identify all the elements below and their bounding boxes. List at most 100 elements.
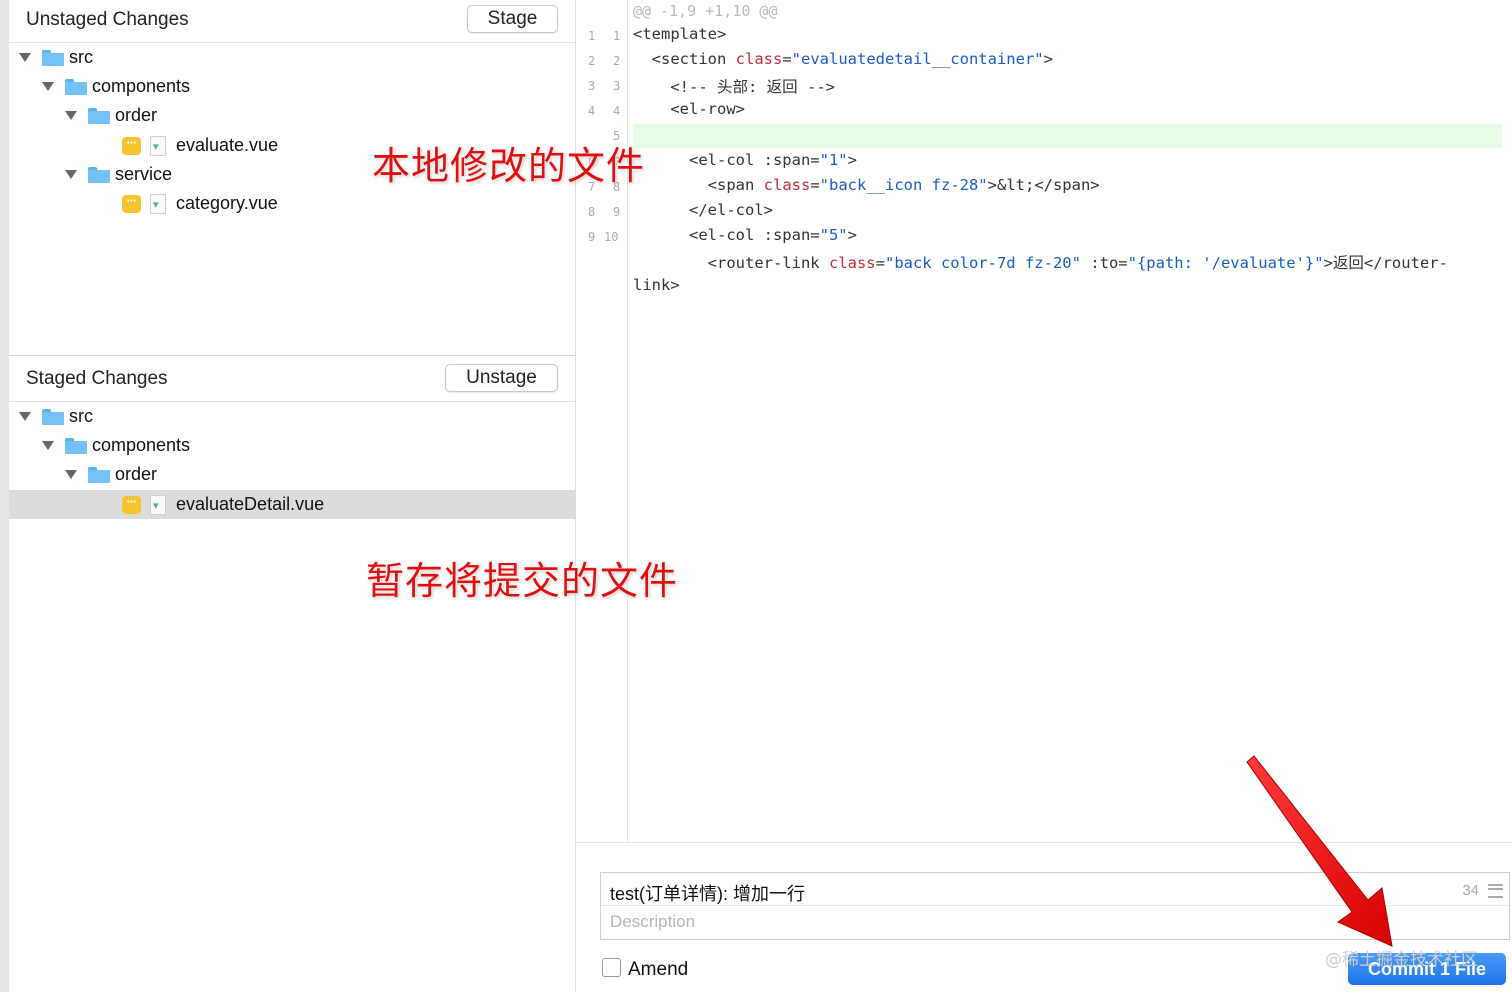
file-name: evaluateDetail.vue [176, 493, 325, 514]
disclosure-triangle-icon[interactable] [65, 470, 77, 480]
window-left-edge [0, 0, 9, 992]
commit-summary-field[interactable]: test(订单详情): 增加一行 34 [601, 873, 1509, 906]
new-line-number: 3 [613, 79, 621, 94]
folder-icon [88, 166, 110, 183]
code-token: class [828, 253, 876, 272]
disclosure-triangle-icon[interactable] [19, 53, 31, 62]
tree-label: components [92, 76, 191, 97]
code-token: <section [633, 50, 736, 69]
folder-row[interactable]: order [9, 101, 575, 130]
modified-badge-icon: ⋯ [122, 136, 141, 155]
code-token: <el-row> [633, 100, 745, 119]
file-name: evaluate.vue [176, 134, 279, 155]
character-count: 34 [1462, 882, 1479, 899]
code-token: class [735, 50, 783, 69]
unstaged-annotation: 本地修改的文件 [372, 144, 646, 188]
folder-row[interactable]: components [9, 431, 575, 460]
code-token: "evaluatedetail__container" [791, 50, 1044, 69]
new-line-number: 5 [613, 129, 621, 144]
code-token: <el-col :span= [633, 225, 820, 244]
folder-row[interactable]: components [9, 72, 575, 101]
folder-row[interactable]: src [9, 43, 575, 72]
code-token: "1" [819, 150, 848, 169]
hunk-header: @@ -1,9 +1,10 @@ [633, 2, 778, 20]
code-token: <router-link [633, 253, 829, 272]
folder-icon [42, 409, 64, 425]
folder-row[interactable]: src [9, 402, 575, 431]
disclosure-triangle-icon[interactable] [42, 441, 54, 451]
folder-icon [65, 438, 87, 455]
disclosure-triangle-icon[interactable] [42, 82, 54, 92]
code-line: <template> [633, 25, 726, 43]
new-line-number: 7 [613, 154, 621, 169]
watermark: @稀土掘金技术社区 [1325, 950, 1478, 970]
amend-checkbox[interactable] [602, 958, 621, 977]
old-line-number: 7 [588, 179, 596, 194]
new-line-number: 4 [613, 104, 621, 119]
code-token: :to= [1080, 253, 1128, 272]
code-token: class [763, 175, 811, 194]
unstage-button[interactable]: Unstage [445, 364, 558, 392]
tree-label: src [69, 47, 93, 67]
code-token: "back color-7d fz-20" [884, 253, 1081, 272]
old-line-number: 4 [588, 104, 596, 119]
code-token: > [847, 150, 857, 169]
code-token: >返回</router- [1323, 253, 1448, 272]
new-line-number: 9 [613, 204, 621, 219]
code-line: <el-col :span="5"> [633, 226, 857, 244]
code-token: "{path: '/evaluate'}" [1127, 253, 1324, 272]
code-line: <el-col :span="1"> [633, 151, 857, 169]
code-token: = [810, 175, 820, 194]
old-line-number: 9 [588, 229, 596, 244]
code-token: <el-col :span= [633, 150, 820, 169]
commit-summary-text: test(订单详情): 增加一行 [610, 884, 806, 904]
code-token: <span [633, 175, 764, 194]
code-token: = [875, 253, 885, 272]
file-row[interactable]: ⋯▾category.vue [9, 189, 575, 218]
folder-icon [42, 50, 64, 66]
added-line-highlight [633, 124, 1502, 148]
vue-file-icon: ▾ [150, 194, 166, 214]
changes-sidebar: Unstaged Changes Stage src components orde… [9, 0, 576, 992]
code-token: "back__icon fz-28" [819, 175, 988, 194]
commit-message-box[interactable]: test(订单详情): 增加一行 34 Description [600, 872, 1510, 940]
message-options-icon[interactable] [1488, 884, 1503, 898]
tree-label: src [69, 406, 93, 426]
disclosure-triangle-icon[interactable] [65, 169, 77, 179]
code-token: > [1043, 50, 1053, 69]
commit-area: test(订单详情): 增加一行 34 Description Amend Co… [576, 842, 1512, 993]
code-token: > [847, 225, 857, 244]
folder-row[interactable]: service [9, 160, 575, 189]
code-line: <el-row> [633, 100, 745, 118]
file-row[interactable]: ⋯▾evaluateDetail.vue [9, 489, 575, 519]
code-line: <span class="back__icon fz-28">&lt;</spa… [633, 176, 1100, 194]
commit-button[interactable]: Commit 1 File [1348, 953, 1506, 985]
unstaged-header: Unstaged Changes Stage [9, 0, 575, 43]
folder-icon [65, 79, 87, 96]
tree-label: components [92, 435, 191, 456]
code-token: </el-col> [633, 200, 773, 219]
tree-label: service [115, 163, 173, 184]
staged-title: Staged Changes [26, 368, 168, 389]
stage-button[interactable]: Stage [467, 5, 558, 33]
staged-annotation: 暂存将提交的文件 [366, 559, 679, 603]
code-token: link> [633, 276, 680, 294]
file-name: category.vue [176, 193, 278, 213]
code-line: link> [633, 276, 680, 294]
folder-row[interactable]: order [9, 460, 575, 489]
disclosure-triangle-icon[interactable] [65, 111, 77, 121]
old-line-number: 8 [588, 204, 596, 219]
disclosure-triangle-icon[interactable] [19, 412, 31, 421]
old-line-number: 1 [588, 29, 596, 43]
file-row[interactable]: ⋯▾evaluate.vue [9, 131, 575, 160]
code-token: <!-- 头部: 返回 --> [633, 78, 835, 97]
old-line-number: 2 [588, 54, 596, 69]
new-line-number: 8 [613, 179, 621, 194]
new-line-number: 10 [604, 229, 619, 244]
code-line: <!-- 头部: 返回 --> [633, 75, 835, 97]
new-line-number: 2 [613, 54, 621, 69]
old-line-number: 3 [588, 79, 596, 94]
description-field[interactable]: Description [610, 912, 696, 931]
code-token: >&lt;</span> [987, 175, 1100, 194]
